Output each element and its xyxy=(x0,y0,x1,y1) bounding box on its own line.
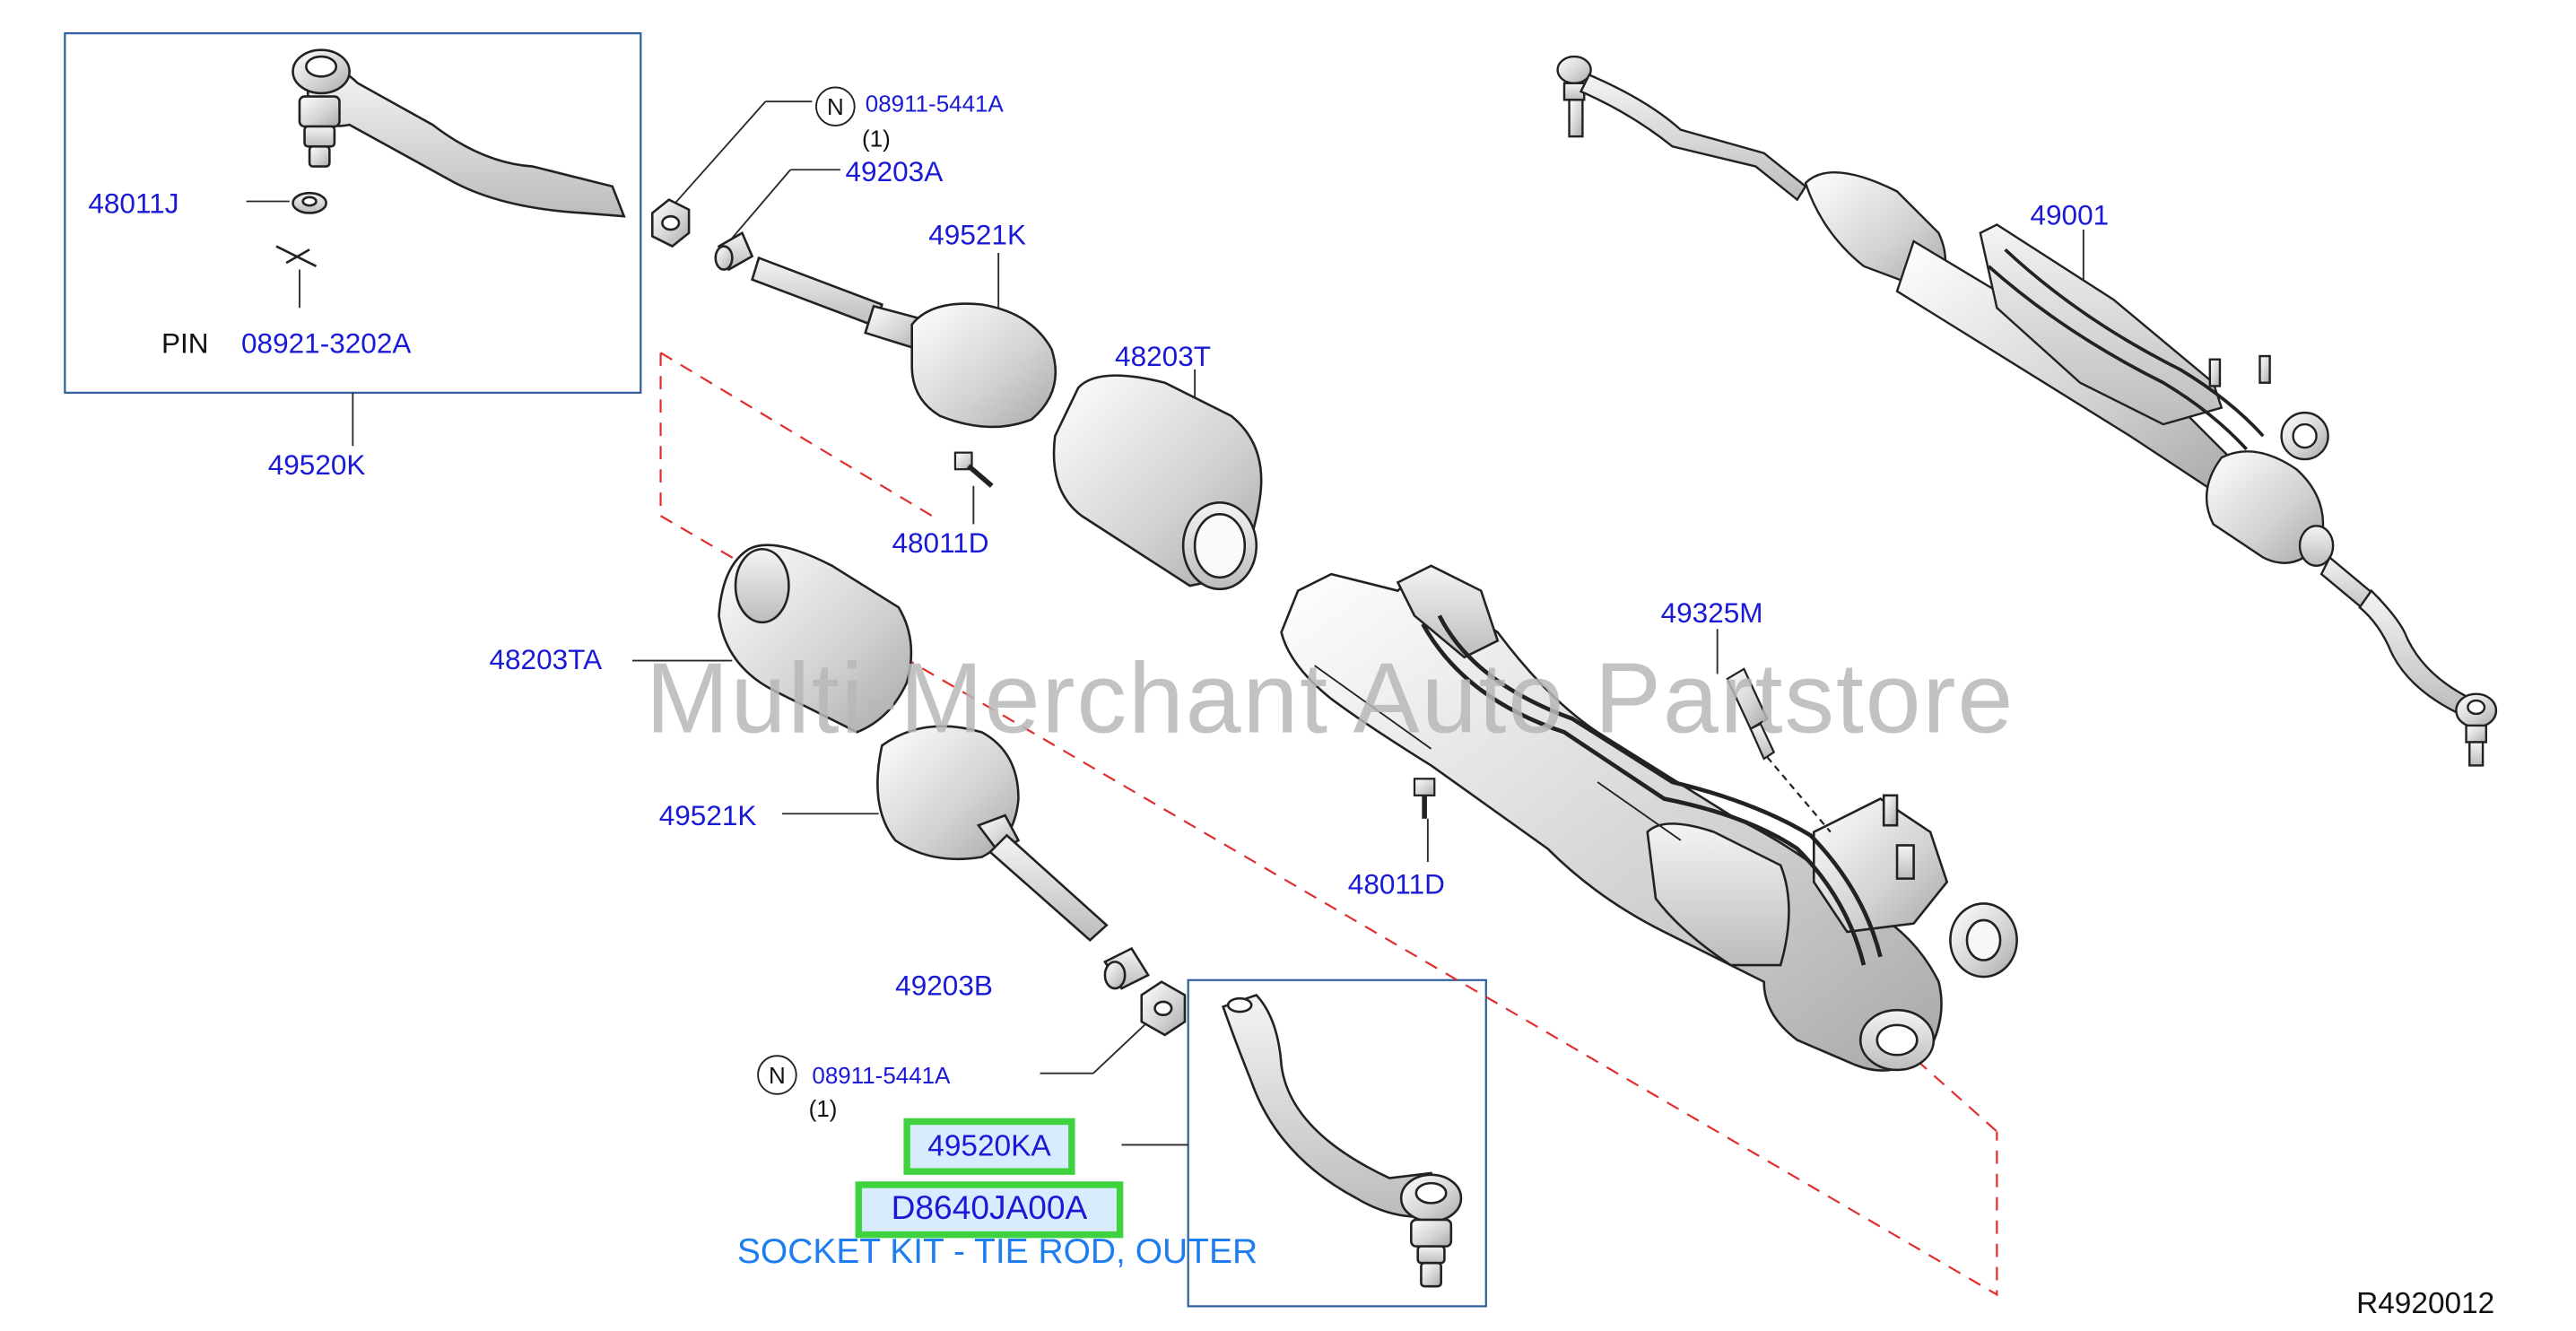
label-d8640ja00a[interactable]: D8640JA00A xyxy=(891,1190,1088,1228)
label-48203t[interactable]: 48203T xyxy=(1115,341,1212,373)
socket-kit-description: SOCKET KIT - TIE ROD, OUTER xyxy=(736,1232,1258,1272)
label-48011d-bottom[interactable]: 48011D xyxy=(1347,868,1445,900)
dashed-assembly-outline xyxy=(659,352,1998,1297)
label-pin: PIN xyxy=(161,327,209,360)
label-48011d-top[interactable]: 48011D xyxy=(892,527,989,560)
bottom-nut xyxy=(1140,980,1187,1037)
top-nut xyxy=(650,198,691,248)
label-nut-qty-bottom: (1) xyxy=(808,1094,838,1122)
label-nut-qty-top: (1) xyxy=(862,125,891,152)
label-49520k[interactable]: 49520K xyxy=(267,448,366,482)
leader-lines xyxy=(246,100,2084,1146)
lower-sleeve xyxy=(718,544,913,734)
nut-symbol-top: N xyxy=(815,86,856,127)
label-49325m[interactable]: 49325M xyxy=(1660,597,1763,630)
label-49203b[interactable]: 49203B xyxy=(895,970,993,1002)
highlight-d8640ja00a[interactable]: D8640JA00A xyxy=(855,1181,1124,1239)
label-48203ta[interactable]: 48203TA xyxy=(489,644,603,676)
upper-tie-rod-end xyxy=(275,48,626,268)
label-48011j[interactable]: 48011J xyxy=(88,187,179,220)
label-nut-code-top[interactable]: 08911-5441A xyxy=(865,90,1004,117)
bottom-bushing xyxy=(1103,946,1151,990)
upper-sleeve xyxy=(1052,374,1263,591)
label-nut-code-bottom[interactable]: 08911-5441A xyxy=(812,1061,951,1089)
pressure-sensor xyxy=(1726,667,1832,833)
top-bushing xyxy=(714,231,754,272)
watermark: Multi-Merchant Auto Partstore xyxy=(645,642,2015,754)
dashed-outline-top xyxy=(659,352,933,518)
lower-inner-tie-rod xyxy=(976,813,1109,942)
nut-symbol-bottom: N xyxy=(757,1055,797,1095)
lower-tie-rod-end xyxy=(1221,993,1463,1288)
steering-rack-assembly xyxy=(1280,564,2018,1072)
upper-boot xyxy=(910,302,1057,429)
label-49521k-bottom[interactable]: 49521K xyxy=(658,800,757,832)
label-49520ka[interactable]: 49520KA xyxy=(927,1128,1051,1162)
complete-rack-assembly xyxy=(1556,55,2498,767)
label-49001[interactable]: 49001 xyxy=(2030,199,2110,231)
reference-code: R4920012 xyxy=(2356,1286,2495,1320)
label-49521k-top[interactable]: 49521K xyxy=(928,219,1027,252)
upper-bolt xyxy=(953,451,994,488)
label-pin-code[interactable]: 08921-3202A xyxy=(241,327,412,360)
highlight-49520ka[interactable]: 49520KA xyxy=(903,1118,1075,1175)
label-49203a[interactable]: 49203A xyxy=(845,156,944,188)
lower-tie-rod-frame xyxy=(1187,979,1487,1308)
rack-bolt xyxy=(1413,778,1436,819)
upper-inner-tie-rod xyxy=(750,256,926,352)
